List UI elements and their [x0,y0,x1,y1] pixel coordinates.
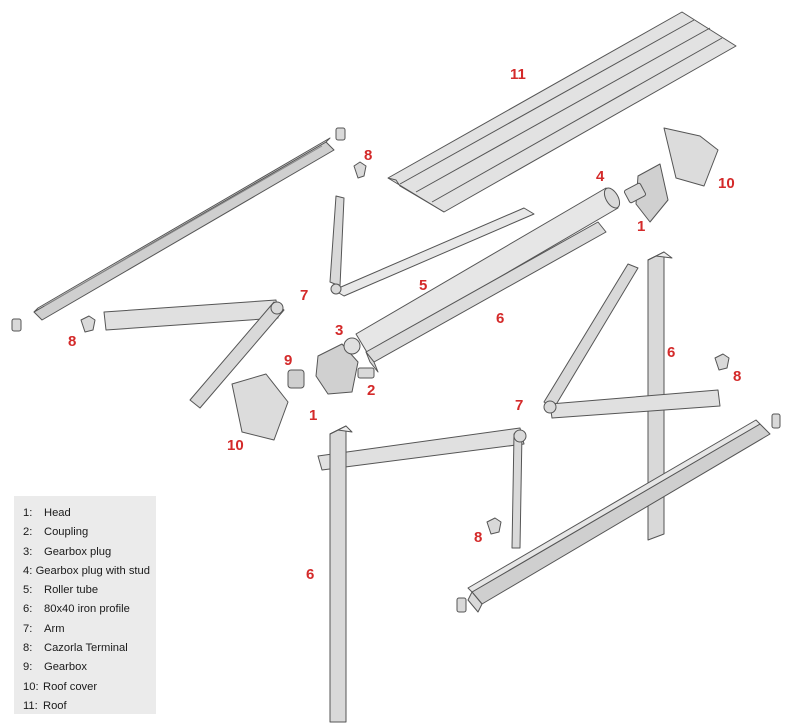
legend-label: Gearbox [44,661,87,674]
coupling [357,367,375,379]
cazorla-terminal [486,517,502,535]
legend-label: Roller tube [44,584,99,597]
legend-number: 4: [23,564,33,577]
gearbox-plug [343,337,361,355]
callout-number: 3 [335,322,343,339]
cazorla-terminal [353,161,367,179]
callout-number: 10 [718,175,735,192]
legend-item: 1: Head [23,504,150,523]
legend-item: 4:Gearbox plug with stud [23,562,150,581]
post-left [329,425,353,723]
end-plug-top [335,127,346,141]
legend-number: 10: [23,680,39,693]
roof-cover-right [663,127,719,187]
legend-number: 1: [23,507,33,519]
callout-number: 7 [300,287,308,304]
callout-number: 5 [419,277,427,294]
legend-number: 11: [23,699,38,712]
profile-near-roller [365,221,607,373]
callout-number: 11 [510,66,526,83]
legend-item: 3: Gearbox plug [23,543,150,562]
legend-number: 7: [23,622,33,635]
roller-tube [355,187,621,355]
callout-number: 6 [496,310,504,327]
legend-number: 6: [23,603,33,616]
callout-number: 8 [474,529,482,546]
legend-item: 9: Gearbox [23,658,150,677]
legend-item: 6: 80x40 iron profile [23,600,150,619]
callout-number: 8 [68,333,76,350]
legend-label: Gearbox plug [44,545,112,558]
legend-number: 9: [23,661,33,674]
callout-number: 2 [367,382,375,399]
front-rail-top [33,137,335,321]
callout-number: 4 [596,168,605,185]
bottom-profile [467,419,771,613]
legend-label: Head [44,507,71,519]
legend-label: Roof cover [43,680,98,693]
callout-number: 10 [227,437,244,454]
legend-number: 5: [23,584,33,597]
end-plug-right [771,413,781,429]
callout-number: 6 [667,344,675,361]
callout-number: 7 [515,397,523,414]
roof-cover-left [231,373,289,441]
arm-bottom [317,427,527,549]
callout-number: 8 [364,147,372,164]
legend-label: 80x40 iron profile [44,603,130,616]
legend-label: Roof [43,699,67,712]
legend-item: 8: Cazorla Terminal [23,639,150,658]
callouts: 11 8 4 10 1 7 5 8 6 3 9 2 1 10 6 8 7 8 6 [68,66,741,583]
legend-item: 2: Coupling [23,523,150,542]
legend-number: 2: [23,526,33,539]
end-plug-bottom [456,597,467,613]
head-right [623,163,669,223]
cazorla-terminal [714,353,730,371]
legend-item: 11: Roof [23,697,150,716]
legend-box: 1:Head 2:Coupling 3:Gearbox plug 4:Gearb… [14,496,156,714]
cazorla-terminal [80,315,96,333]
arm-left [103,299,285,409]
callout-number: 1 [637,218,645,235]
legend-label: Arm [44,622,65,635]
legend-label: Cazorla Terminal [44,642,128,655]
legend-number: 8: [23,642,33,655]
legend-number: 3: [23,545,33,558]
legend-label: Coupling [44,526,89,539]
callout-number: 1 [309,407,317,424]
roof-part [387,11,737,213]
callout-number: 6 [306,566,314,583]
legend-label: Gearbox plug with stud [35,564,150,577]
legend-item: 5: Roller tube [23,581,150,600]
end-plug-left [11,318,22,332]
arm-top [329,195,535,297]
arm-right [543,263,721,419]
legend-item: 7: Arm [23,620,150,639]
callout-number: 9 [284,352,292,369]
callout-number: 8 [733,368,741,385]
gearbox [287,369,305,389]
legend-item: 10: Roof cover [23,678,150,697]
head-left [315,343,359,395]
